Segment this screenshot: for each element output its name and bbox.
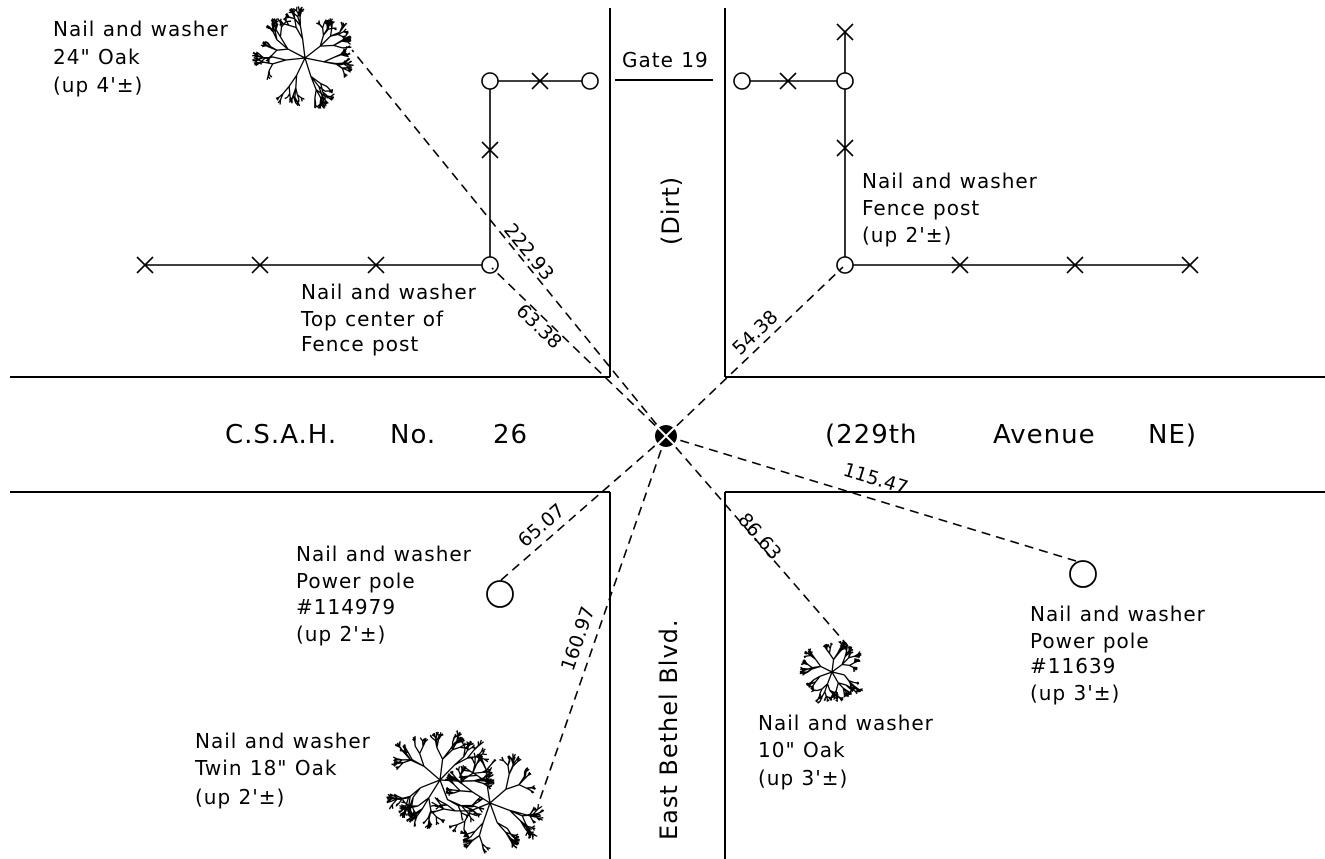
tree-symbols	[252, 6, 863, 854]
fence-post-circle	[581, 72, 599, 90]
road-name-no: No.	[390, 420, 436, 450]
road-name-number: 26	[493, 420, 528, 450]
note-twin-oak: Nail and washer Twin 18" Oak (up 2'±)	[194, 729, 378, 809]
road-edges	[10, 8, 1325, 859]
fence-x-mark	[367, 256, 385, 274]
tie-notes: Nail and washer 24" Oak (up 4'±) Nail an…	[53, 17, 1213, 809]
distance-label-pole-11639: 115.47	[841, 459, 911, 499]
dirt-label: (Dirt)	[657, 176, 685, 245]
fence-x-mark	[251, 256, 269, 274]
distance-label-oak24: 222.93	[499, 219, 558, 285]
fence-x-mark	[531, 72, 549, 90]
fence-post-circle	[733, 72, 751, 90]
fence-post-circle	[836, 256, 854, 274]
fence-x-mark	[136, 256, 154, 274]
fence-x-mark	[836, 139, 854, 157]
distance-label-pole-114979: 65.07	[514, 499, 569, 551]
road-alt-name-1: (229th	[825, 420, 917, 450]
road-name-csah: C.S.A.H.	[225, 420, 337, 450]
fence-x-mark	[1066, 256, 1084, 274]
fence-post-circle	[836, 72, 854, 90]
distance-label-oak10: 86.63	[733, 509, 785, 564]
power-poles	[486, 560, 1097, 608]
fence-east	[733, 23, 1199, 274]
control-point	[655, 425, 677, 447]
note-pole-11639: Nail and washer Power pole #11639 (up 3'…	[1030, 602, 1213, 705]
tree-oak24-symbol	[252, 6, 354, 109]
note-pole-114979: Nail and washer Power pole #114979 (up 2…	[296, 542, 479, 646]
tie-line-fencepost-e	[665, 266, 844, 437]
tie-line-oak10	[665, 435, 849, 647]
tie-line-twin-oak	[537, 435, 667, 806]
street-labels: C.S.A.H. No. 26 (229th Avenue NE)	[225, 420, 1197, 450]
fence-x-mark	[779, 72, 797, 90]
note-fencepost-e: Nail and washer Fence post (up 2'±)	[862, 169, 1045, 247]
distance-label-twin-oak: 160.97	[557, 604, 599, 674]
fence-west	[136, 72, 599, 274]
north-south-road-name: East Bethel Blvd.	[655, 618, 683, 840]
distance-label-fencepost-w: 63.38	[512, 300, 566, 354]
gate-label: Gate 19	[622, 48, 709, 72]
note-fencepost-w: Nail and washer Top center of Fence post	[300, 280, 484, 356]
fence-x-mark	[951, 256, 969, 274]
tree-twin-oak-b-symbol	[430, 753, 545, 854]
fence-x-mark	[481, 141, 499, 159]
fence-post-circle	[481, 256, 499, 274]
fence-x-mark	[836, 23, 854, 41]
road-alt-name-2: Avenue	[993, 420, 1096, 450]
power-pole-114979-symbol	[486, 580, 514, 608]
tie-line-pole-11639	[665, 435, 1077, 562]
note-oak24: Nail and washer 24" Oak (up 4'±)	[53, 17, 236, 97]
fence-x-mark	[1181, 256, 1199, 274]
note-oak10: Nail and washer 10" Oak (up 3'±)	[758, 711, 941, 790]
tie-line-fencepost-w	[491, 267, 667, 437]
tree-twin-oak-a-symbol	[386, 730, 495, 830]
power-pole-11639-symbol	[1069, 560, 1097, 588]
tie-line-oak24	[351, 49, 667, 437]
tie-lines	[351, 49, 1077, 806]
fence-post-circle	[481, 72, 499, 90]
road-alt-name-3: NE)	[1148, 420, 1197, 450]
tie-line-pole-114979	[499, 435, 667, 582]
tree-oak10-symbol	[799, 640, 863, 704]
